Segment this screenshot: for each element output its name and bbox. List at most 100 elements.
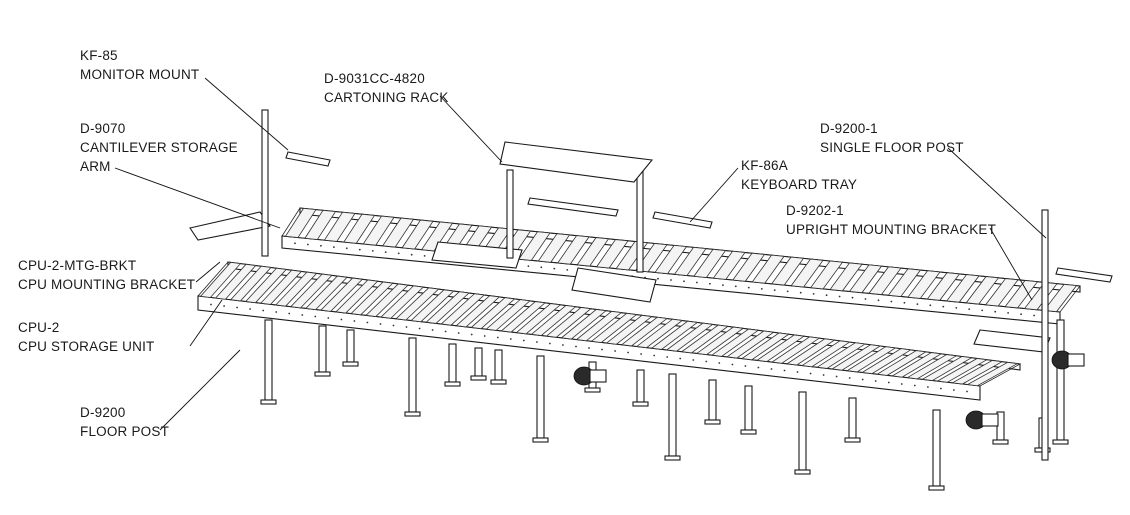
rear-conveyor-rail-hole (722, 284, 724, 286)
floor-post-base (844, 437, 861, 443)
rear-conveyor-rail-hole (527, 265, 530, 267)
rear-conveyor-rail-hole (540, 266, 543, 269)
floor-post (744, 385, 753, 431)
callout-part-number: KF-85 (80, 48, 118, 63)
floor-post (932, 409, 941, 487)
front-conveyor-roller (695, 326, 745, 356)
rear-conveyor-rail-hole (838, 295, 841, 298)
front-conveyor-rail-hole (861, 378, 864, 381)
callout-leader-line (195, 261, 221, 283)
rear-conveyor-roller (829, 262, 863, 292)
floor-post (346, 329, 355, 363)
floor-post-base (1052, 439, 1069, 445)
rear-conveyor-roller (343, 213, 376, 244)
front-conveyor-rail-hole (940, 387, 942, 390)
rear-conveyor-rail-hole (294, 242, 296, 245)
rear-conveyor-rail-hole (773, 289, 776, 291)
callout-d-9031cc-4820: D-9031CC-4820 CARTONING RACK (324, 69, 449, 107)
front-conveyor-roller (455, 295, 501, 328)
callout-part-number: D-9031CC-4820 (324, 71, 425, 86)
rear-conveyor-roller (420, 221, 454, 252)
callout-description: UPRIGHT MOUNTING BRACKET (786, 222, 997, 237)
callout-d-9200-1: D-9200-1 SINGLE FLOOR POST (820, 119, 964, 157)
front-conveyor-roller (425, 291, 470, 324)
front-conveyor-rail-hole (653, 354, 656, 357)
rear-conveyor-roller (323, 211, 356, 242)
floor-post-base (664, 455, 681, 461)
front-conveyor-roller (229, 265, 272, 302)
floor-post-base (992, 439, 1009, 445)
floor-post (668, 373, 677, 457)
front-conveyor-rail-hole (627, 351, 629, 354)
rear-conveyor-roller (809, 260, 844, 290)
front-conveyor-rail-hole (640, 353, 642, 355)
front-conveyor-rail-hole (705, 360, 708, 363)
rear-conveyor-rail-hole (696, 281, 698, 284)
callout-part-number: D-9070 (80, 121, 126, 136)
front-conveyor-roller (380, 285, 425, 319)
front-conveyor-rail-hole (874, 380, 877, 382)
keyboard-tray (1055, 267, 1113, 283)
callout-leader-line (114, 167, 281, 229)
front-conveyor-roller (560, 309, 608, 340)
rear-conveyor-roller (887, 268, 922, 297)
rear-conveyor-roller (771, 256, 805, 286)
front-conveyor-roller (635, 318, 684, 349)
floor-legs (260, 319, 1085, 491)
rear-conveyor-rail-hole (371, 250, 374, 252)
front-conveyor-rail-hole (757, 366, 760, 369)
floor-post (408, 337, 417, 413)
front-conveyor-roller (906, 354, 958, 380)
front-conveyor-roller (575, 310, 623, 342)
front-conveyor-rail-hole (887, 381, 890, 384)
rear-conveyor-rail-hole (890, 300, 893, 303)
floor-post-base (704, 419, 721, 425)
rear-conveyor-roller (654, 244, 688, 275)
callout-leader-line (989, 227, 1033, 301)
front-conveyor-roller (936, 358, 989, 383)
rear-conveyor-rail-hole (929, 304, 932, 307)
callout-leaders (114, 77, 1047, 431)
front-conveyor-rail-hole (288, 312, 291, 315)
front-conveyor-rail-hole (848, 377, 851, 379)
rear-conveyor-roller (537, 233, 571, 263)
rear-conveyor-rail-hole (786, 290, 789, 293)
front-conveyor-roller (801, 340, 851, 368)
rear-conveyor-roller (557, 235, 590, 265)
rear-conveyor-rail-hole (657, 277, 659, 280)
callout-kf-85: KF-85 MONITOR MOUNT (80, 46, 199, 84)
callout-leader-line (189, 299, 223, 347)
rear-conveyor-roller (926, 272, 961, 301)
front-conveyor-roller (199, 261, 242, 298)
front-conveyor-roller (335, 279, 379, 314)
gearbox (589, 369, 607, 383)
transfer-plate (973, 329, 1051, 353)
floor-post-base (740, 429, 757, 435)
front-conveyor-roller (786, 338, 836, 366)
front-conveyor-roller (605, 314, 653, 345)
rear-conveyor-rail-hole (670, 279, 672, 281)
floor-post-base (470, 375, 487, 381)
floor-post-base (314, 371, 331, 377)
front-conveyor-rail-hole (249, 308, 252, 310)
front-conveyor-rail-hole (379, 323, 382, 325)
floor-post (264, 319, 273, 401)
front-conveyor-roller (846, 346, 897, 373)
front-conveyor-rail-hole (953, 389, 955, 391)
rear-conveyor-rail-hole (981, 309, 984, 312)
front-conveyor-roller (214, 263, 257, 300)
floor-post-base (342, 361, 359, 367)
front-conveyor-rail-hole (666, 356, 669, 358)
front-conveyor-roller (876, 350, 928, 376)
rear-conveyor-rail-hole (1007, 312, 1009, 314)
front-conveyor-roller (771, 336, 821, 364)
front-conveyor-roller (395, 287, 440, 321)
front-conveyor-rail-hole (509, 338, 512, 340)
callout-part-number: D-9200-1 (820, 121, 878, 136)
rear-conveyor-rail-hole (333, 246, 335, 249)
floor-post-base (632, 401, 649, 407)
callout-part-number: CPU-2 (18, 320, 60, 335)
front-conveyor-roller (620, 316, 668, 347)
rear-conveyor-roller (732, 252, 766, 282)
callout-description: CANTILEVER STORAGE (80, 140, 238, 155)
